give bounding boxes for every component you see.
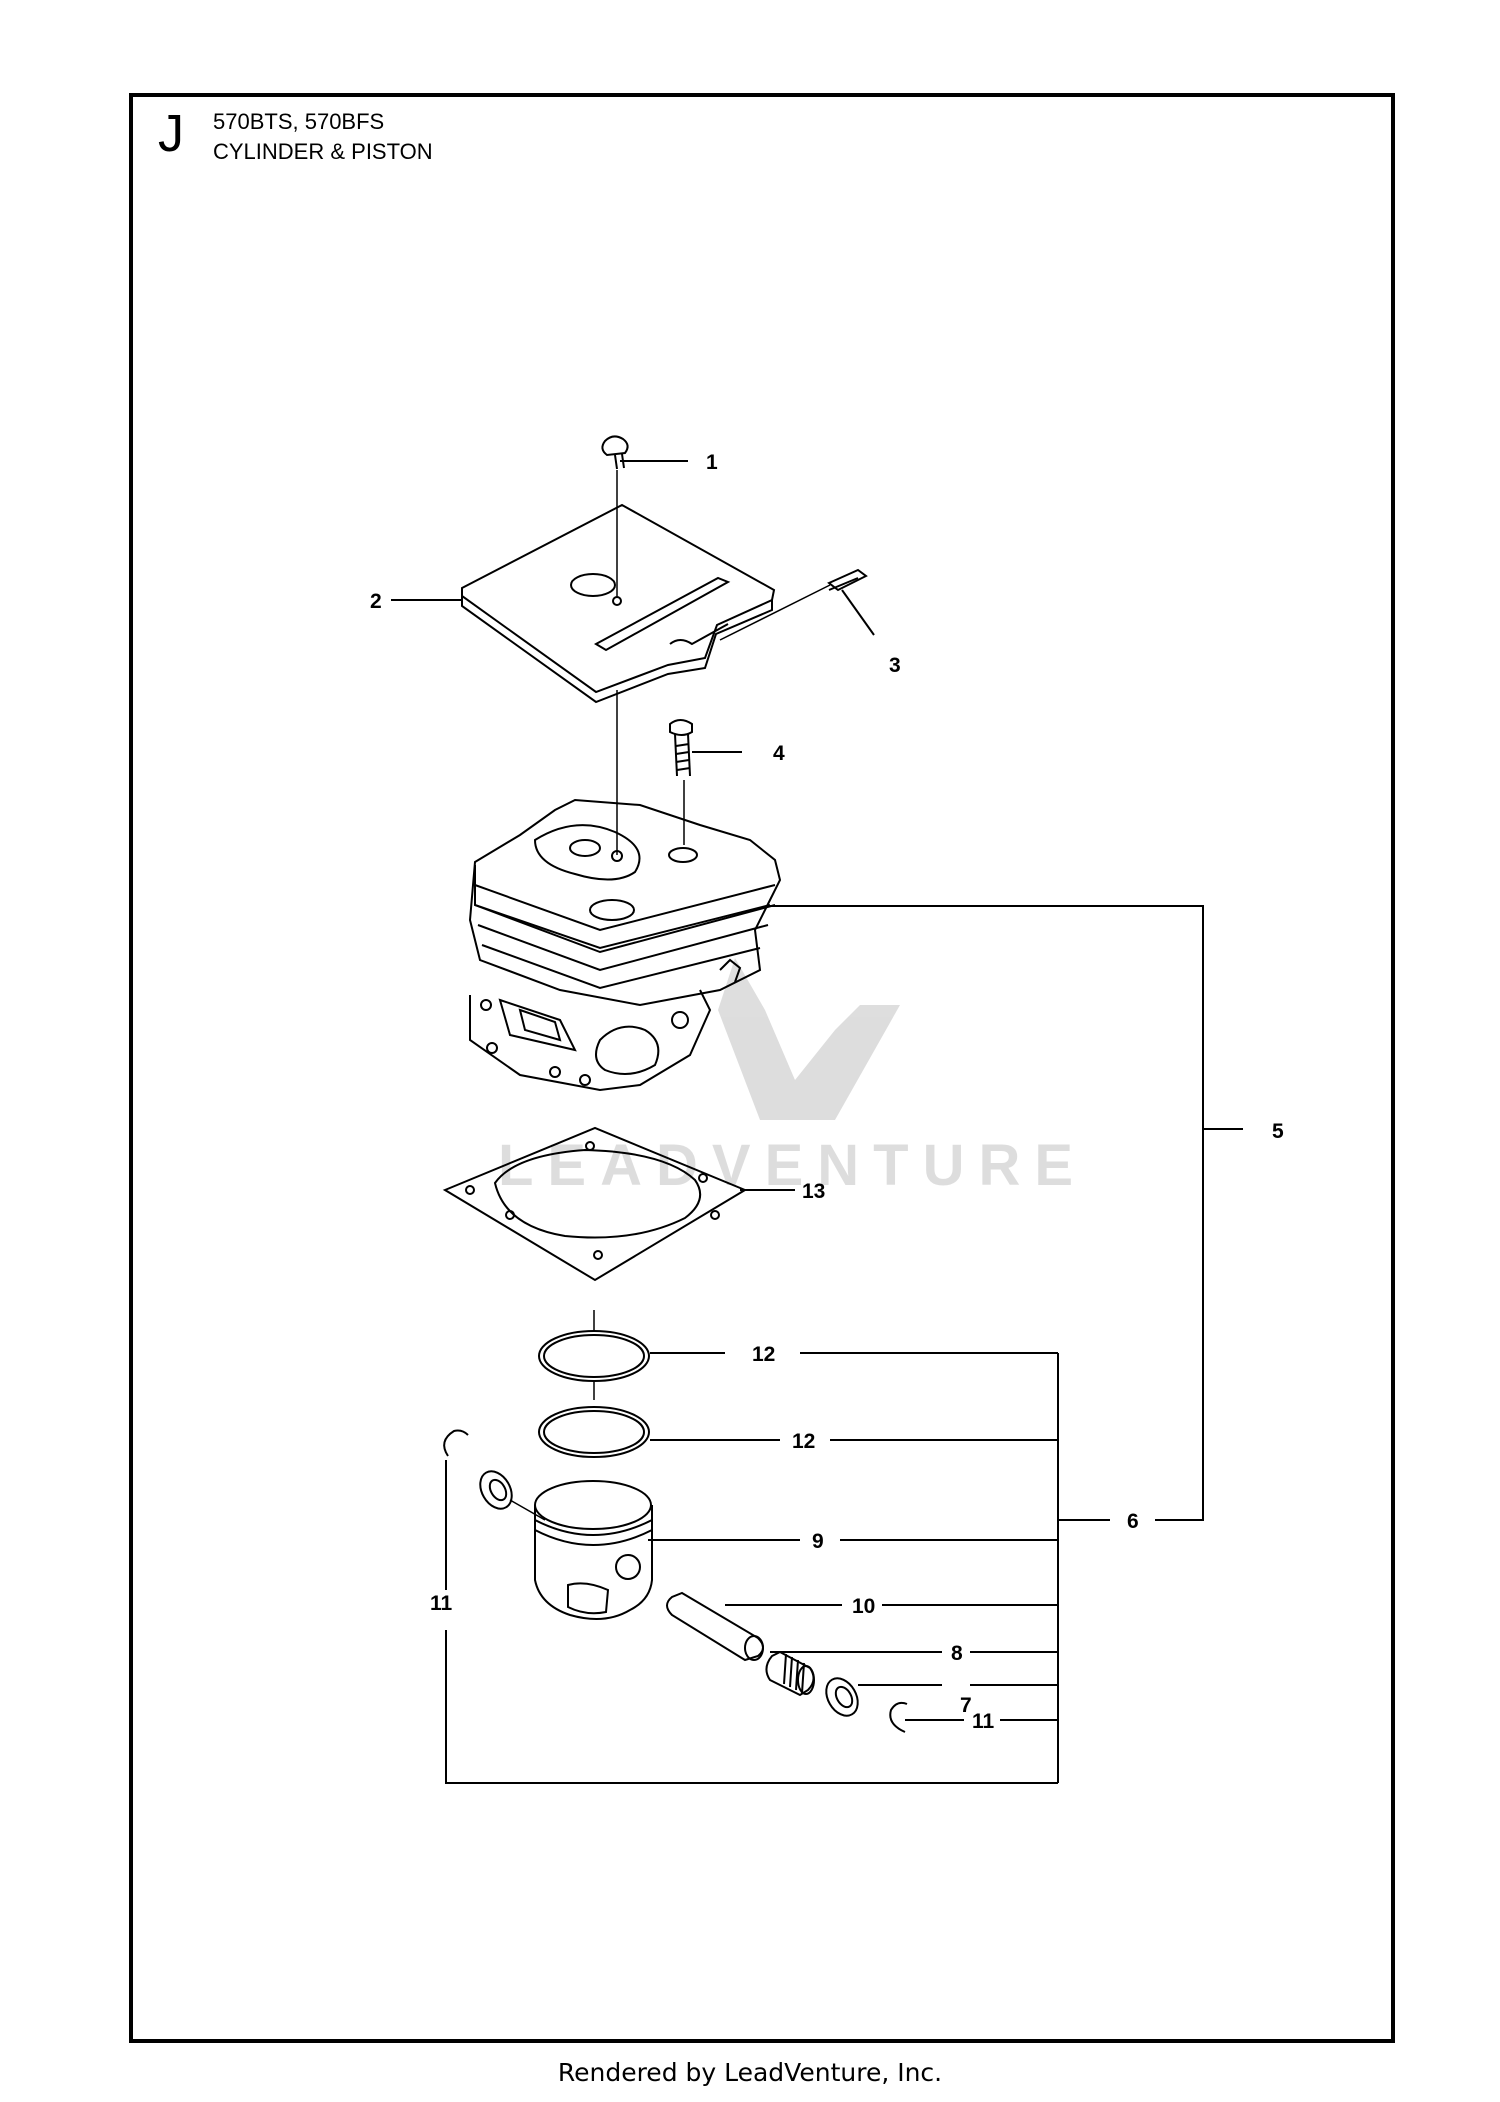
part-7-washer-left — [479, 1470, 513, 1510]
part-2-plate — [461, 503, 776, 704]
leader-3-a — [841, 589, 875, 636]
part-11-circlip-right — [889, 1701, 908, 1733]
callout-6: 6 — [1127, 1510, 1139, 1533]
callout-11-right: 11 — [972, 1710, 995, 1733]
callout-10: 10 — [852, 1595, 875, 1618]
diagram-title: CYLINDER & PISTON — [213, 139, 433, 164]
part-8-bearing — [765, 1650, 815, 1697]
part-7-washer — [825, 1677, 859, 1717]
section-letter: J — [158, 105, 184, 163]
part-3-clip — [827, 568, 868, 592]
callout-12-upper: 12 — [752, 1343, 775, 1366]
leader-5-b — [1155, 1129, 1204, 1521]
leader-3-b — [719, 584, 831, 641]
model-numbers: 570BTS, 570BFS — [213, 109, 385, 134]
callout-7: 7 — [960, 1694, 972, 1717]
axis-pin — [509, 1499, 546, 1521]
part-1-screw — [601, 435, 629, 470]
callout-5: 5 — [1272, 1120, 1284, 1143]
part-5-cylinder — [468, 798, 782, 1092]
part-11-circlip-left — [443, 1429, 469, 1457]
part-9-piston — [534, 1480, 653, 1620]
callout-13: 13 — [802, 1180, 825, 1203]
callout-1: 1 — [706, 451, 718, 474]
callout-11-left: 11 — [430, 1592, 453, 1615]
part-12-ring-lower — [538, 1406, 650, 1458]
callout-9: 9 — [812, 1530, 824, 1553]
callout-8: 8 — [951, 1642, 963, 1665]
callout-3: 3 — [889, 654, 901, 677]
callout-4: 4 — [773, 742, 785, 765]
footer-credit: Rendered by LeadVenture, Inc. — [557, 2058, 943, 2087]
part-4-bolt — [669, 719, 693, 777]
part-12-ring-upper — [538, 1330, 650, 1382]
callout-12-lower: 12 — [792, 1430, 815, 1453]
leader-11-left-b — [445, 1630, 1058, 1784]
leader-5 — [770, 905, 1204, 1129]
callout-2: 2 — [370, 590, 382, 613]
part-10-wrist-pin — [666, 1591, 764, 1662]
diagram-frame — [129, 93, 1395, 2043]
